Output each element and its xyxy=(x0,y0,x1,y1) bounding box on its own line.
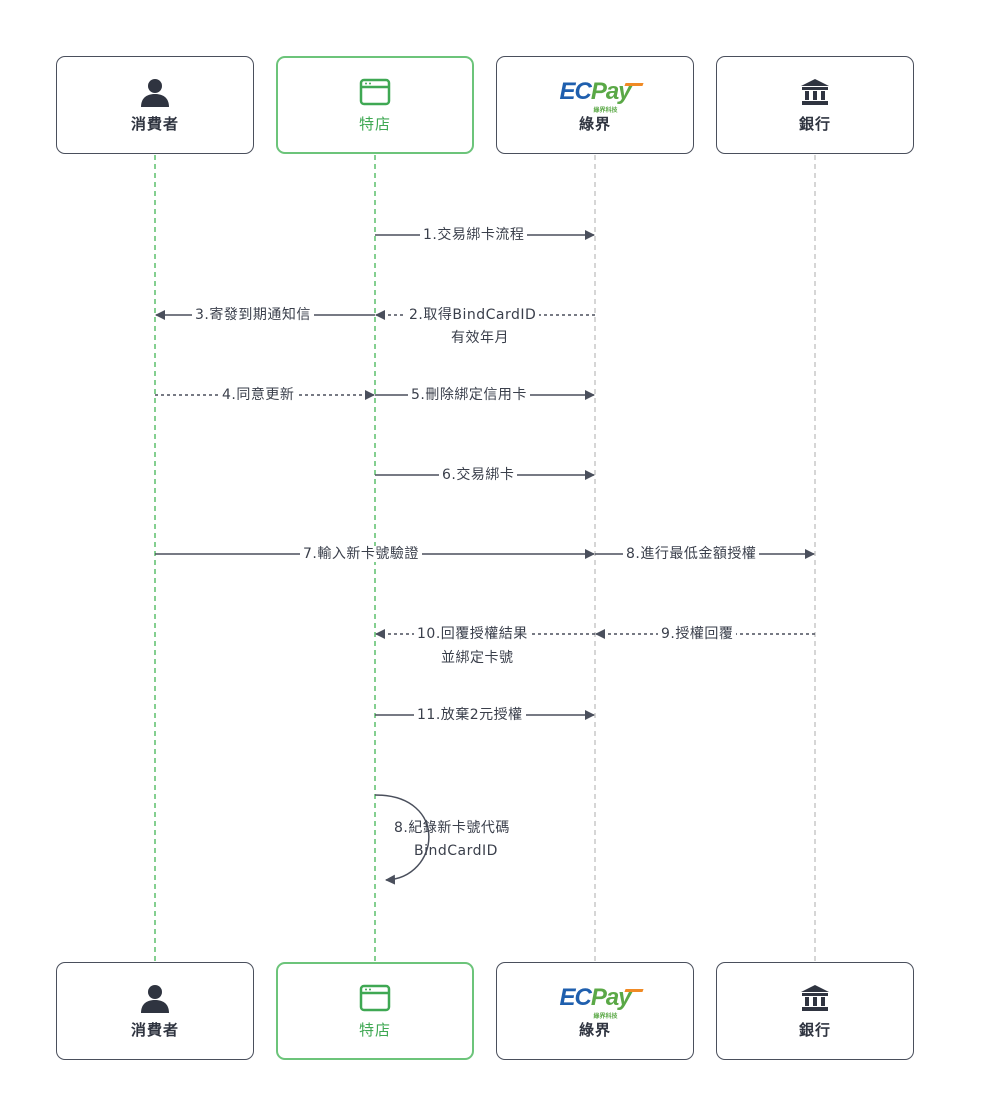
message-label-12-line2: BindCardID xyxy=(414,843,498,859)
actor-label: 消費者 xyxy=(130,114,179,133)
actor-consumer-bottom: 消費者 xyxy=(56,962,254,1060)
message-label-3: 3.寄發到期通知信 xyxy=(192,307,314,323)
actor-label: 特店 xyxy=(358,1020,391,1039)
actor-label: 銀行 xyxy=(798,1020,831,1039)
actor-label: 消費者 xyxy=(130,1020,179,1039)
actor-label: 特店 xyxy=(358,114,391,133)
person-icon xyxy=(138,77,172,107)
message-label-9: 9.授權回覆 xyxy=(658,626,737,642)
actor-label: 銀行 xyxy=(798,114,831,133)
bank-icon xyxy=(800,983,830,1013)
message-label-2: 2.取得BindCardID xyxy=(406,307,540,323)
actor-consumer-top: 消費者 xyxy=(56,56,254,154)
message-label-10-line2: 並綁定卡號 xyxy=(441,650,514,666)
message-label-5: 5.刪除綁定信用卡 xyxy=(408,387,530,403)
actor-bank-bottom: 銀行 xyxy=(716,962,914,1060)
actor-merchant-top: 特店 xyxy=(276,56,474,154)
message-label-10: 10.回覆授權結果 xyxy=(414,626,531,642)
browser-window-icon xyxy=(359,983,391,1013)
message-label-6: 6.交易綁卡 xyxy=(439,467,518,483)
message-label-12: 8.紀錄新卡號代碼 xyxy=(394,820,510,836)
message-label-11: 11.放棄2元授權 xyxy=(414,707,526,723)
actor-label: 綠界 xyxy=(578,1020,611,1039)
message-label-1: 1.交易綁卡流程 xyxy=(420,227,528,243)
actor-label: 綠界 xyxy=(578,114,611,133)
message-label-7: 7.輸入新卡號驗證 xyxy=(300,546,422,562)
person-icon xyxy=(138,983,172,1013)
actor-bank-top: 銀行 xyxy=(716,56,914,154)
browser-window-icon xyxy=(359,77,391,107)
message-label-8: 8.進行最低金額授權 xyxy=(623,546,760,562)
self-arrow-12 xyxy=(374,794,430,885)
message-label-4: 4.同意更新 xyxy=(219,387,298,403)
message-label-2-line2: 有效年月 xyxy=(451,330,509,346)
bank-icon xyxy=(800,77,830,107)
actor-merchant-bottom: 特店 xyxy=(276,962,474,1060)
